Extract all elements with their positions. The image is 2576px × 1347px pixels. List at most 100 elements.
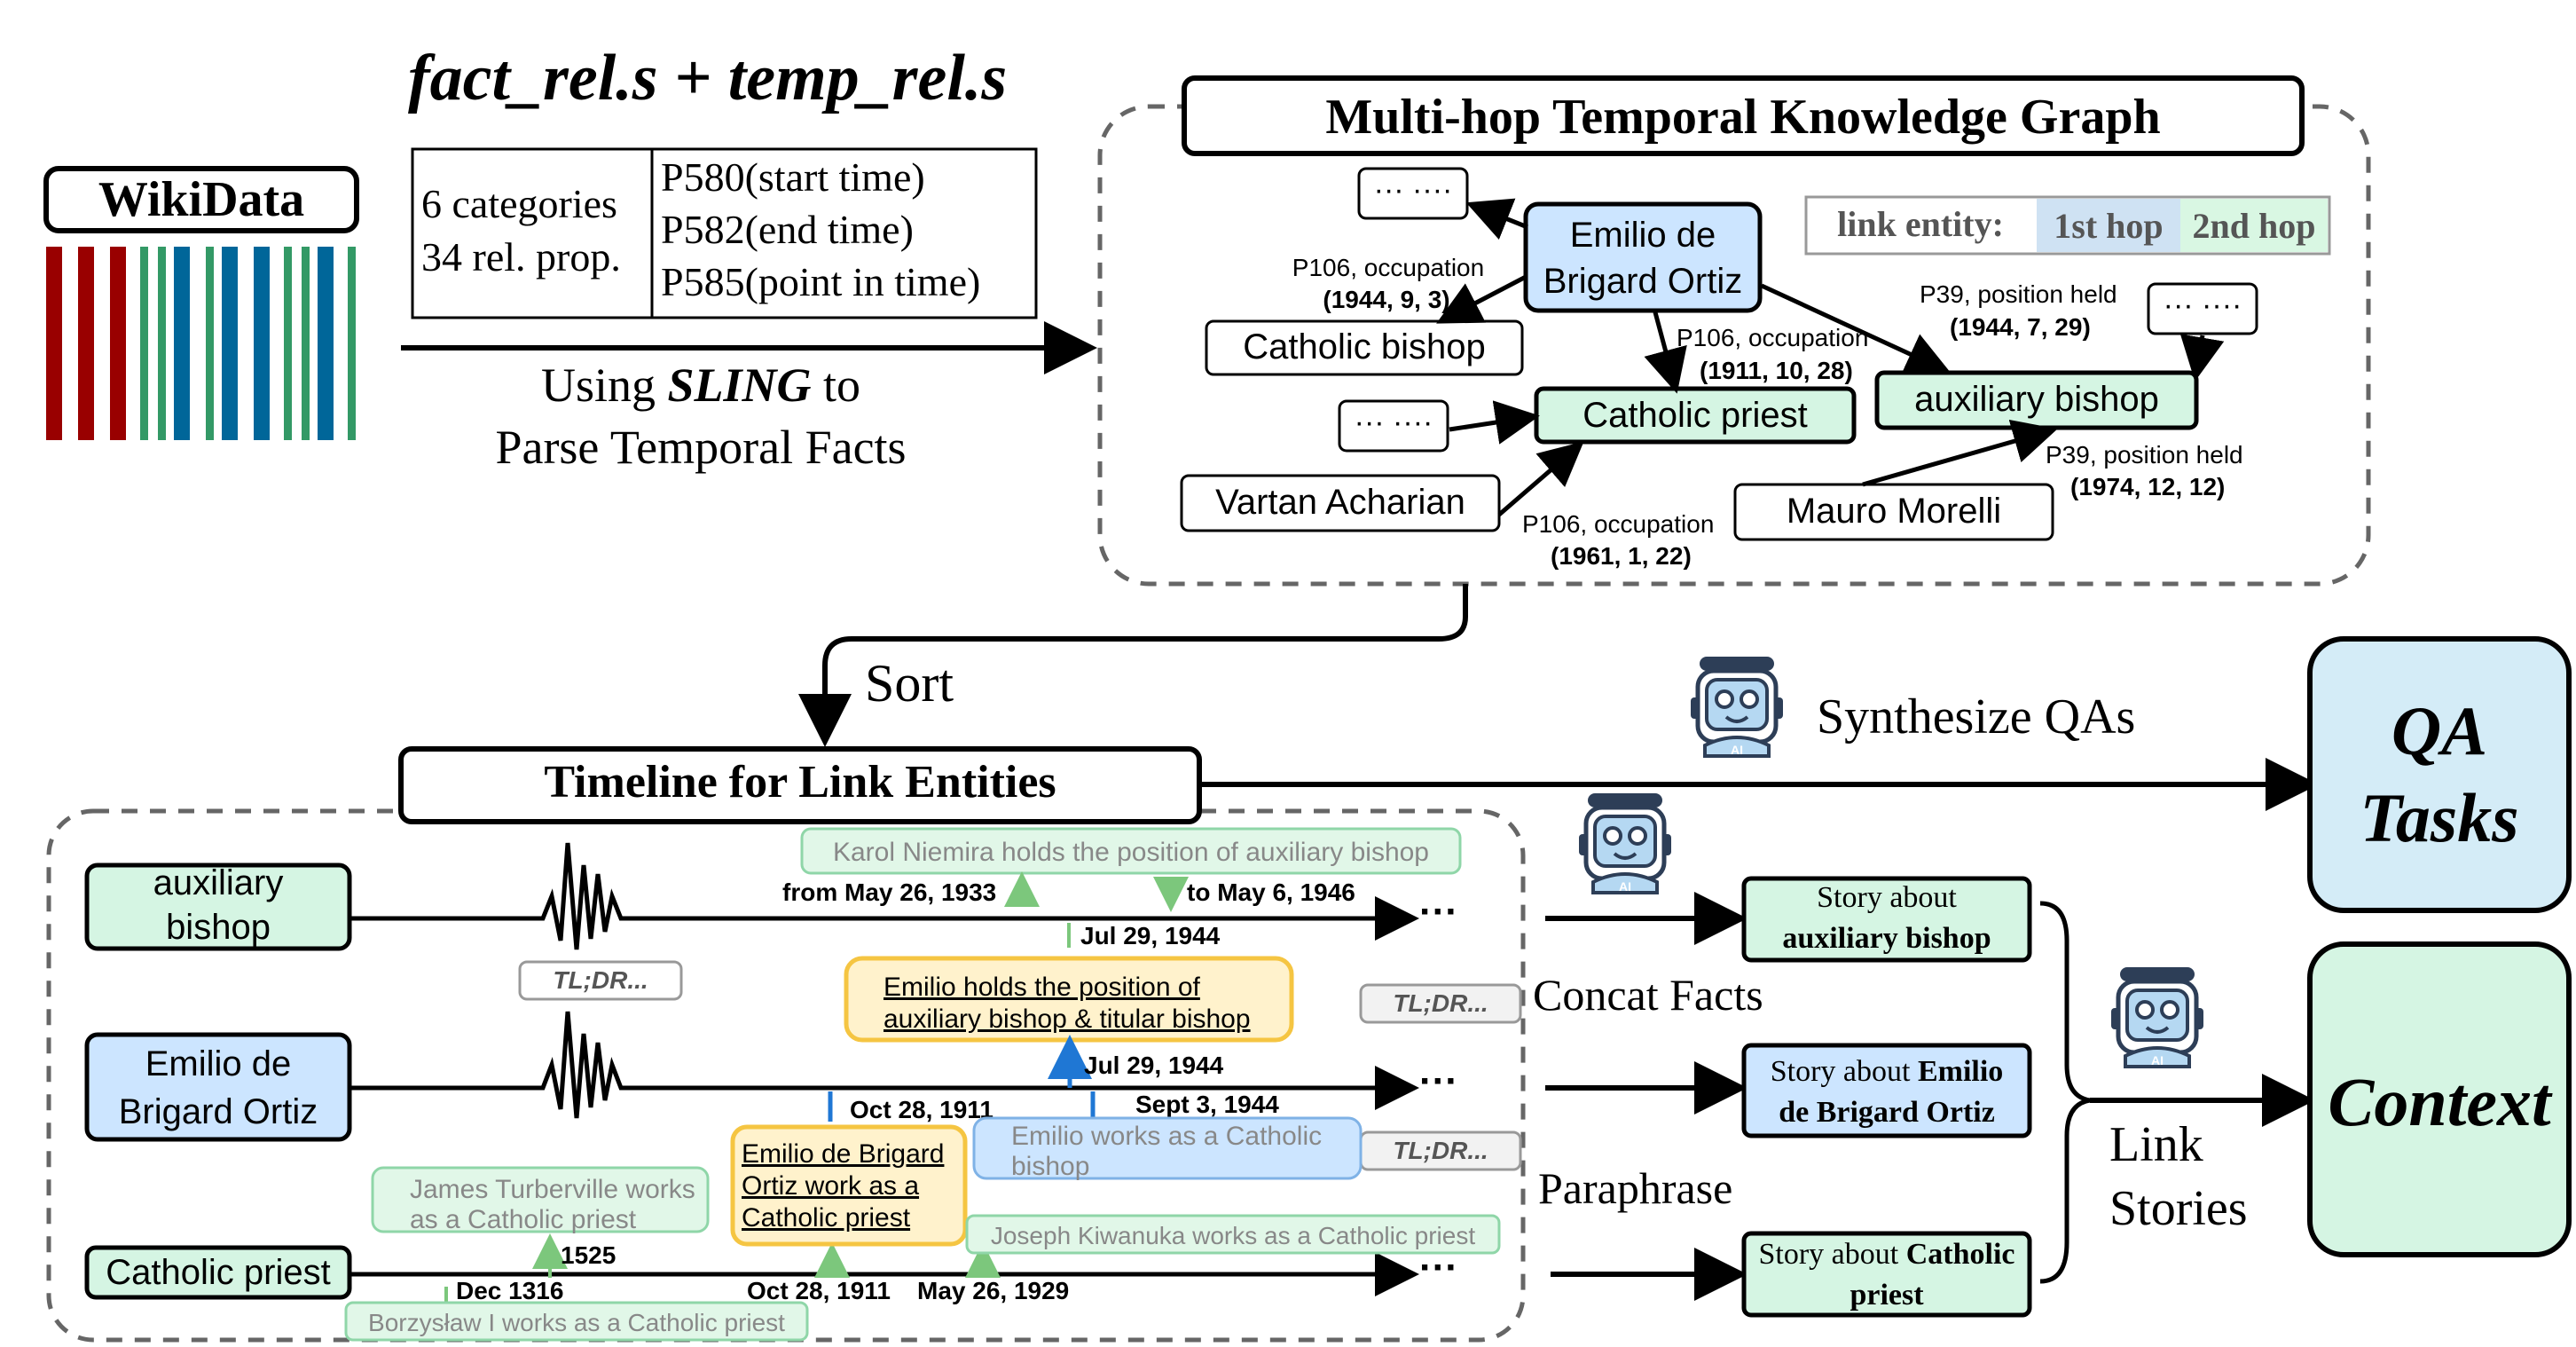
tldr-box-3: TL;DR... bbox=[1359, 1130, 1522, 1171]
squiggle-icon bbox=[351, 1011, 1419, 1119]
svg-text:Emilio holds the position of: Emilio holds the position of bbox=[884, 973, 1201, 1002]
date-jul29-b: Jul 29, 1944 bbox=[1084, 1052, 1224, 1079]
graph-title: Multi-hop Temporal Knowledge Graph bbox=[1325, 90, 2160, 145]
svg-text:Brigard Ortiz: Brigard Ortiz bbox=[1543, 262, 1743, 301]
barcode-stripe bbox=[222, 247, 238, 440]
barcode-stripe bbox=[318, 247, 334, 440]
date-dec1316: Dec 1316 bbox=[456, 1277, 563, 1304]
node-emilio: Emilio de Brigard Ortiz bbox=[1523, 201, 1763, 313]
svg-text:(1911, 10, 28): (1911, 10, 28) bbox=[1700, 357, 1853, 384]
svg-text:Catholic priest: Catholic priest bbox=[742, 1203, 911, 1233]
p580-text: P580(start time) bbox=[661, 154, 925, 200]
svg-text:Joseph Kiwanuka works as a Cat: Joseph Kiwanuka works as a Catholic prie… bbox=[991, 1222, 1475, 1249]
barcode-stripe bbox=[46, 247, 62, 440]
legend-label: link entity: bbox=[1837, 204, 2004, 244]
link-brace bbox=[2039, 901, 2091, 1284]
svg-text:priest: priest bbox=[1850, 1279, 1924, 1312]
emilio-priest-fact: Emilio de Brigard Ortiz work as a Cathol… bbox=[730, 1124, 968, 1247]
sling-line1: Using SLING to bbox=[541, 358, 860, 412]
timeline-lines bbox=[351, 842, 1419, 1296]
timeline-entity-priest: Catholic priest bbox=[84, 1245, 352, 1300]
sort-arrow bbox=[798, 584, 1468, 747]
graph-edge-labels: P106, occupation (1944, 9, 3) P106, occu… bbox=[1292, 254, 2243, 570]
barcode-stripe bbox=[78, 247, 94, 440]
wikidata-logo: WikiData bbox=[43, 166, 359, 440]
svg-text:de Brigard Ortiz: de Brigard Ortiz bbox=[1779, 1096, 1995, 1129]
link-stories-2: Stories bbox=[2109, 1181, 2248, 1236]
robot-icon bbox=[1579, 793, 1671, 893]
svg-text:Tasks: Tasks bbox=[2360, 779, 2518, 856]
green-ticks bbox=[444, 871, 1189, 1303]
robot-badge: AI bbox=[2151, 1053, 2164, 1067]
svg-text:P39, position held: P39, position held bbox=[1920, 280, 2117, 308]
svg-text:P106, occupation: P106, occupation bbox=[1292, 254, 1484, 281]
legend-hop2: 2nd hop bbox=[2193, 206, 2316, 246]
svg-text:Emilio de: Emilio de bbox=[145, 1044, 292, 1083]
svg-text:auxiliary: auxiliary bbox=[153, 863, 284, 902]
node-ellipsis-left: ··· ···· bbox=[1338, 399, 1449, 453]
tldr-box-1: TL;DR... bbox=[518, 960, 683, 1001]
svg-text:auxiliary bishop & titular bis: auxiliary bishop & titular bishop bbox=[884, 1004, 1251, 1034]
svg-text:Catholic bishop: Catholic bishop bbox=[1243, 327, 1486, 366]
emilio-works-fact: Emilio works as a Catholic bishop bbox=[972, 1116, 1363, 1181]
barcode-stripe bbox=[110, 247, 126, 440]
date-oct28-a: Oct 28, 1911 bbox=[850, 1096, 993, 1123]
svg-text:P106, occupation: P106, occupation bbox=[1677, 324, 1868, 351]
story-arrows bbox=[1545, 892, 1747, 1301]
date-to-may: to May 6, 1946 bbox=[1187, 878, 1355, 906]
svg-text:bishop: bishop bbox=[166, 908, 271, 947]
date-jul29-a: Jul 29, 1944 bbox=[1080, 922, 1221, 949]
svg-text:Mauro Morelli: Mauro Morelli bbox=[1787, 492, 2001, 531]
svg-text:Story about: Story about bbox=[1817, 881, 1957, 914]
p582-text: P582(end time) bbox=[661, 207, 914, 252]
concat-label: Concat Facts bbox=[1533, 970, 1763, 1020]
svg-text:auxiliary bishop: auxiliary bishop bbox=[1782, 922, 1991, 955]
svg-text:Brigard Ortiz: Brigard Ortiz bbox=[119, 1092, 318, 1131]
date-from-may: from May 26, 1933 bbox=[782, 878, 996, 906]
graph-edges bbox=[1436, 198, 2225, 516]
sort-label: Sort bbox=[865, 654, 954, 713]
date-may26: May 26, 1929 bbox=[917, 1277, 1069, 1304]
node-mauro: Mauro Morelli bbox=[1733, 483, 2054, 541]
robot-icon bbox=[1691, 657, 1783, 756]
joseph-fact: Joseph Kiwanuka works as a Catholic prie… bbox=[965, 1214, 1501, 1255]
robot-badge: AI bbox=[1619, 879, 1631, 894]
paraphrase-label: Paraphrase bbox=[1538, 1163, 1732, 1213]
qa-tasks-box: QA Tasks bbox=[2307, 636, 2572, 913]
svg-text:bishop: bishop bbox=[1011, 1152, 1089, 1181]
barcode-stripe bbox=[140, 247, 148, 440]
node-catholic-bishop: Catholic bishop bbox=[1205, 319, 1524, 376]
borzyslaw-fact: Borzysław I works as a Catholic priest bbox=[344, 1301, 809, 1342]
svg-text:TL;DR...: TL;DR... bbox=[553, 966, 648, 994]
svg-text:··· ····: ··· ···· bbox=[1355, 406, 1433, 439]
hop-legend: link entity: 1st hop 2nd hop bbox=[1804, 195, 2331, 256]
svg-text:Emilio de: Emilio de bbox=[1570, 216, 1716, 255]
svg-text:Karol Niemira holds the positi: Karol Niemira holds the position of auxi… bbox=[833, 838, 1429, 867]
svg-text:Story about Catholic: Story about Catholic bbox=[1759, 1238, 2015, 1271]
svg-text:TL;DR...: TL;DR... bbox=[1393, 989, 1488, 1017]
svg-text:P106, occupation: P106, occupation bbox=[1522, 510, 1714, 538]
categories-text: 6 categories bbox=[421, 181, 617, 226]
svg-text:Context: Context bbox=[2328, 1063, 2553, 1140]
graph-title-box bbox=[1182, 75, 2305, 156]
james-fact: James Turberville works as a Catholic pr… bbox=[371, 1166, 710, 1234]
node-ellipsis-top: ··· ···· bbox=[1357, 167, 1469, 220]
rel-props-text: 34 rel. prop. bbox=[421, 234, 621, 280]
squiggle-icon bbox=[351, 842, 1419, 950]
wikidata-title: WikiData bbox=[98, 172, 304, 227]
p585-text: P585(point in time) bbox=[661, 259, 980, 304]
svg-text:Borzysław I works as a Catholi: Borzysław I works as a Catholic priest bbox=[368, 1309, 785, 1336]
wikidata-barcode bbox=[46, 247, 356, 440]
svg-text:QA: QA bbox=[2391, 692, 2487, 769]
svg-text:Emilio works as a Catholic: Emilio works as a Catholic bbox=[1011, 1122, 1322, 1151]
barcode-stripe bbox=[174, 247, 190, 440]
story-emilio: Story about Emilio de Brigard Ortiz bbox=[1741, 1043, 2032, 1138]
node-ellipsis-right: ··· ···· bbox=[2147, 282, 2258, 335]
legend-hop1: 1st hop bbox=[2054, 206, 2163, 246]
date-1525: 1525 bbox=[561, 1241, 616, 1269]
ellipsis-aux: ··· bbox=[1419, 890, 1458, 933]
barcode-stripe bbox=[302, 247, 310, 440]
robot-badge: AI bbox=[1731, 743, 1743, 757]
sling-line2: Parse Temporal Facts bbox=[495, 421, 906, 474]
